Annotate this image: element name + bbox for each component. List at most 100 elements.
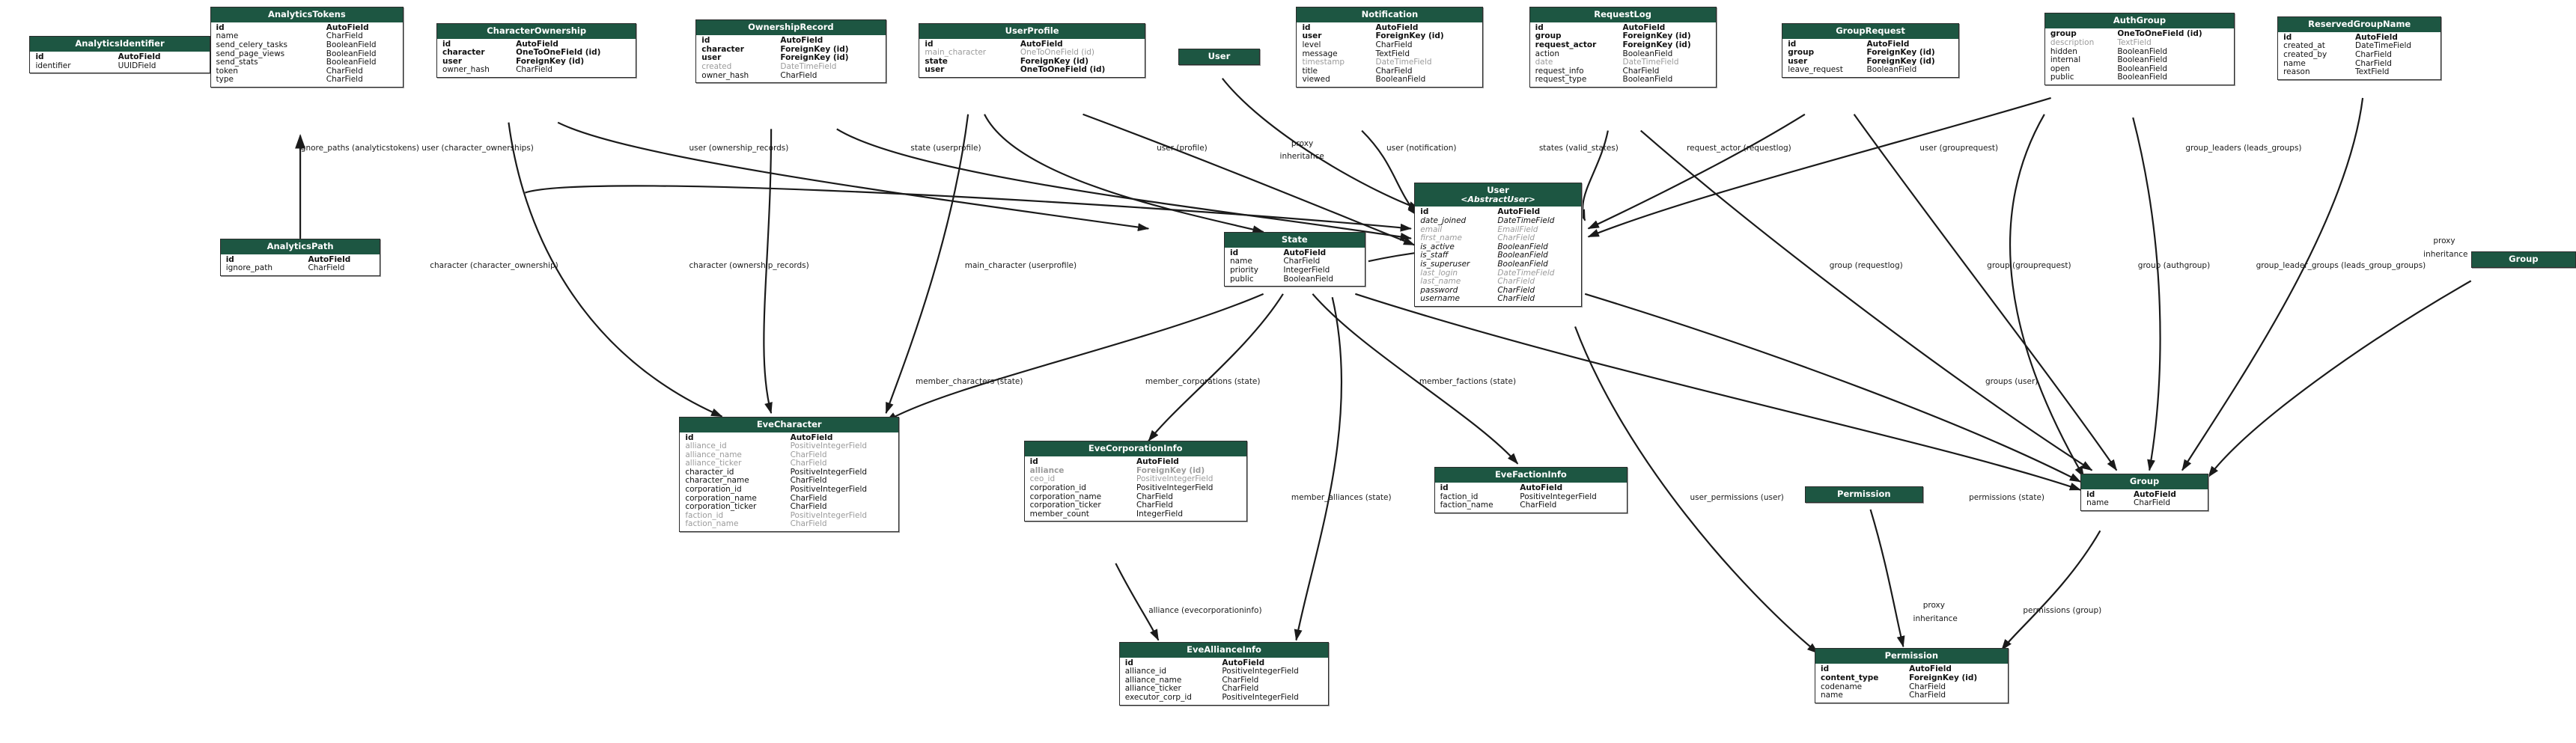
field-type: CharField	[1222, 675, 1259, 685]
field-type: AutoField	[516, 39, 558, 49]
field-name: message	[1302, 49, 1338, 58]
edge-label: group (authgroup)	[2137, 261, 2211, 271]
field-name: character_name	[685, 476, 749, 486]
field-type: AutoField	[1520, 483, 1563, 493]
field-type: AutoField	[2355, 32, 2398, 42]
field-name: alliance_id	[1124, 667, 1167, 676]
field-type: AutoField	[1866, 39, 1910, 49]
field-name: reason	[2283, 67, 2310, 77]
edge-label: user (grouprequest)	[1919, 144, 1999, 153]
entity-title: RequestLog	[1529, 7, 1716, 22]
field-name: main_character	[925, 48, 987, 58]
field-name: id	[2086, 489, 2095, 499]
edge-label: permissions (group)	[2023, 605, 2102, 615]
field-name: date	[1535, 58, 1553, 67]
field-type: PositiveIntegerField	[1136, 483, 1214, 493]
field-name: send_page_views	[216, 49, 285, 58]
field-type: AutoField	[326, 22, 369, 32]
edge-label: alliance (evecorporationinfo)	[1148, 605, 1262, 615]
edge-label: character (character_ownership)	[430, 261, 558, 271]
entity-title: User<AbstractUser>	[1415, 183, 1581, 207]
entity-title: Permission	[1815, 649, 2008, 664]
entity-permission_mid[interactable]: Permission	[1804, 486, 1923, 504]
field-type: ForeignKey (id)	[1866, 56, 1935, 66]
entity-group_right[interactable]: Group	[2470, 251, 2576, 269]
field-type: ForeignKey (id)	[1622, 31, 1691, 41]
field-name: id	[1029, 457, 1038, 467]
entity-title: Group	[2081, 474, 2208, 489]
field-type: CharField	[1909, 682, 1946, 691]
field-name: hidden	[2050, 46, 2077, 56]
edge-label: user (profile)	[1157, 144, 1208, 153]
field-name: user	[925, 65, 945, 75]
field-name: id	[216, 22, 225, 32]
field-type: ForeignKey (id)	[1136, 465, 1205, 475]
field-name: created_at	[2283, 41, 2325, 51]
field-type: ForeignKey (id)	[780, 53, 849, 63]
field-type: CharField	[2355, 50, 2392, 59]
field-name: corporation_name	[1029, 492, 1102, 501]
field-type: AutoField	[118, 52, 161, 61]
field-type: BooleanField	[326, 40, 377, 49]
field-type: AutoField	[790, 432, 833, 442]
field-type: BooleanField	[1497, 242, 1548, 251]
edge-label: states (valid_states)	[1538, 144, 1619, 153]
field-type: ForeignKey (id)	[1622, 40, 1691, 49]
field-name: name	[1230, 257, 1252, 266]
entity-title: AnalyticsTokens	[210, 7, 404, 22]
field-name: first_name	[1420, 233, 1462, 243]
field-name: id	[1124, 658, 1133, 667]
entity-title: User	[1178, 49, 1260, 65]
field-type: BooleanField	[1497, 251, 1548, 260]
entity-user_small[interactable]: User	[1178, 49, 1261, 66]
edge-label: user_permissions (user)	[1690, 493, 1784, 503]
field-type: ForeignKey (id)	[1375, 31, 1444, 41]
field-type: AutoField	[780, 36, 823, 46]
